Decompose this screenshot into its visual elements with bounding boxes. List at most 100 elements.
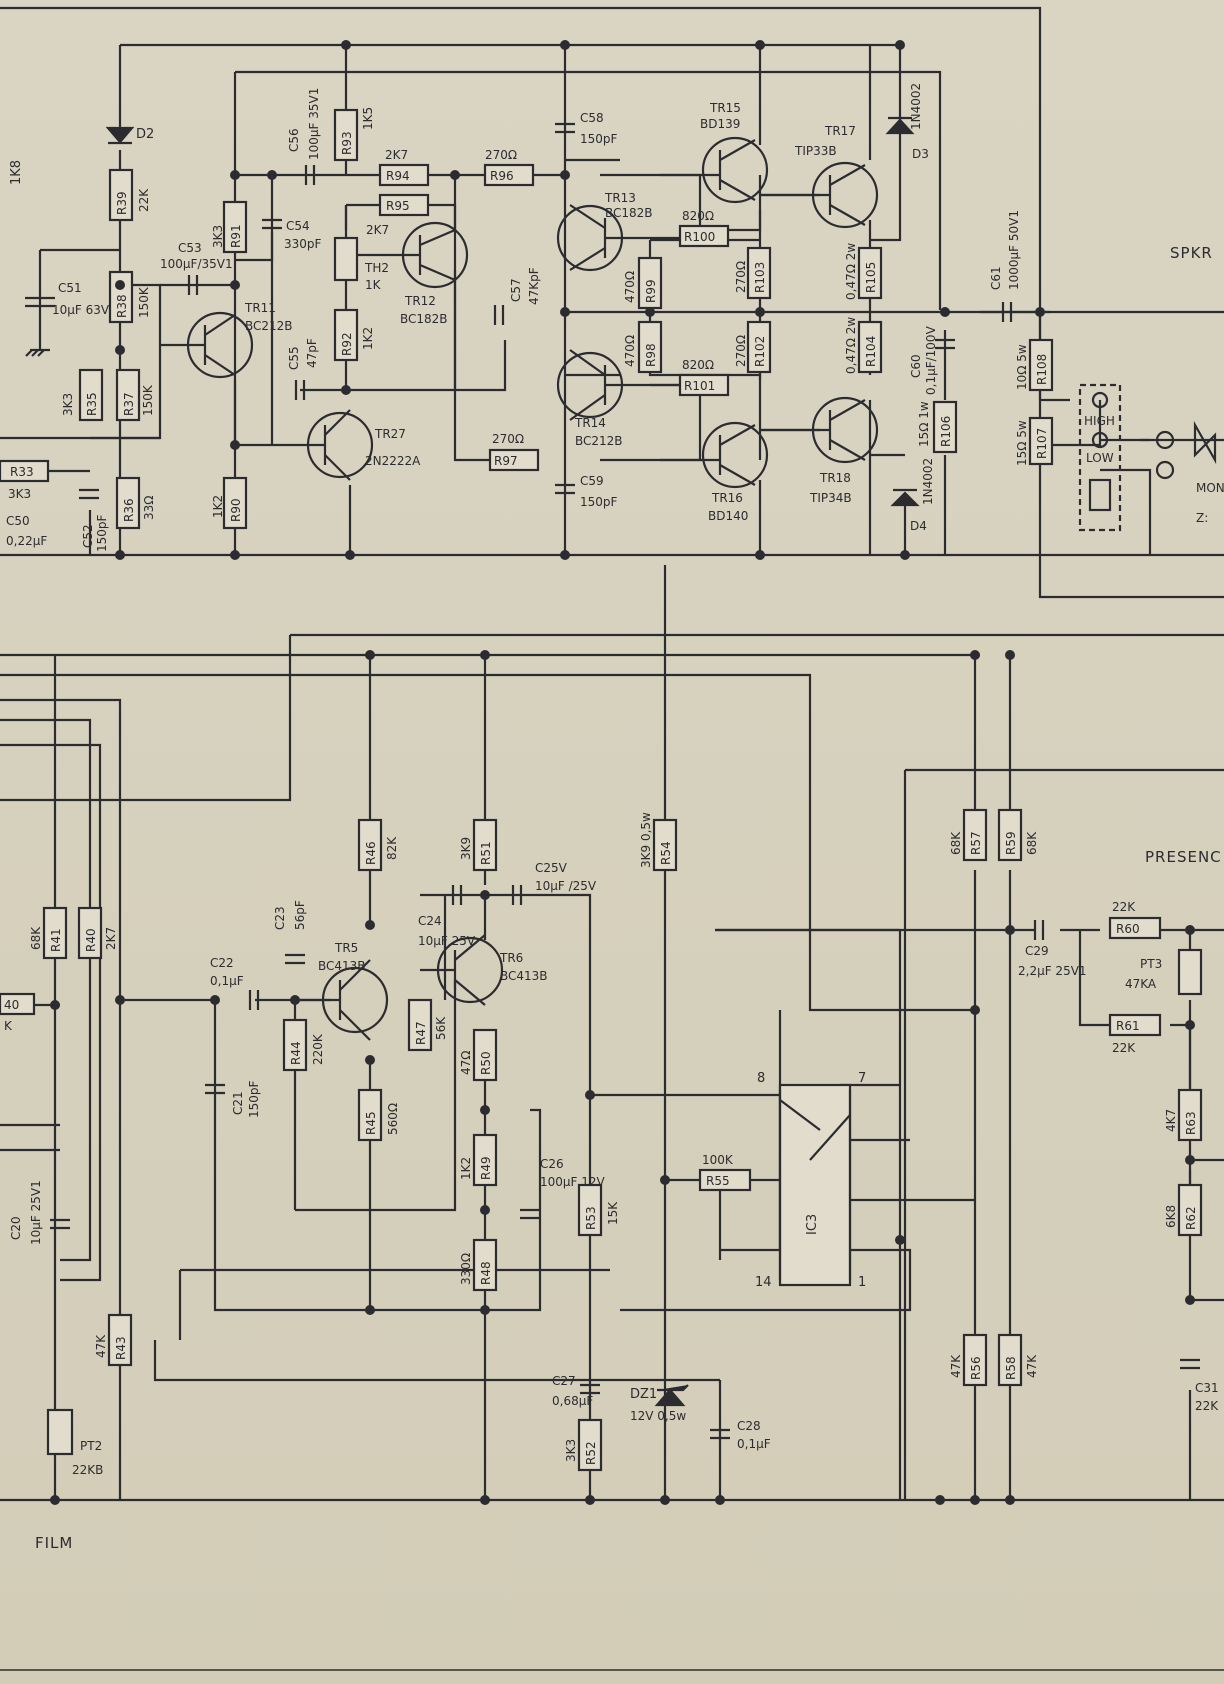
- ref-r93: R93: [340, 131, 354, 155]
- ref-r51: R51: [479, 841, 493, 865]
- label-spkr: SPKR: [1170, 244, 1213, 262]
- val-r63: 4K7: [1164, 1109, 1178, 1132]
- junction-dot: [230, 170, 240, 180]
- capacitor-c25: [511, 885, 523, 905]
- ref-r44: R44: [289, 1041, 303, 1065]
- ref-r47: R47: [414, 1021, 428, 1045]
- val-r54: 3K9 0,5w: [639, 812, 653, 868]
- val-r51: 3K9: [459, 837, 473, 860]
- resistor-r48: [472, 1238, 498, 1292]
- junction-dot: [365, 1305, 375, 1315]
- ref-tr18: TR18: [819, 471, 851, 485]
- text-labels: SPKR PRESENC FILM HIGH LOW MON Z: 1K8 D2…: [4, 83, 1224, 1552]
- val-r50: 47Ω: [459, 1051, 473, 1075]
- transistor-tr16: [660, 421, 769, 489]
- label-d4-type: 1N4002: [921, 458, 935, 505]
- ref-tr27: TR27: [374, 427, 406, 441]
- resistor-r90: [222, 476, 248, 530]
- trimmer-th2: [333, 236, 359, 282]
- ref-c22: C22: [210, 956, 234, 970]
- ref-r60: R60: [1116, 922, 1140, 936]
- resistor-r49: [472, 1133, 498, 1187]
- junction-dot: [345, 550, 355, 560]
- ic3-pin-1: 1: [858, 1275, 866, 1290]
- ref-r57: R57: [969, 831, 983, 855]
- val-r90: 1K2: [211, 495, 225, 518]
- diodes: [105, 116, 920, 1407]
- resistor-r103: [746, 246, 772, 300]
- junction-dot: [1185, 1155, 1195, 1165]
- ref-r58: R58: [1004, 1356, 1018, 1380]
- label-film: FILM: [35, 1534, 73, 1552]
- resistor-r58: [997, 1333, 1023, 1387]
- label-high: HIGH: [1084, 414, 1115, 428]
- val-r57: 68K: [949, 831, 963, 855]
- resistor-r39: [108, 168, 134, 222]
- val-c29: 2,2µF 25V1: [1018, 964, 1087, 978]
- transistor-tr18: [760, 396, 879, 464]
- val-r101: 820Ω: [682, 358, 714, 372]
- junction-dot: [341, 385, 351, 395]
- resistors-upper: [0, 108, 1054, 530]
- junction-dot: [115, 345, 125, 355]
- ref-r90: R90: [229, 498, 243, 522]
- ref-c61: C61: [989, 266, 1003, 290]
- transistors: [160, 136, 879, 1041]
- val-r52: 3K3: [564, 1439, 578, 1462]
- type-tr6: BC413B: [500, 969, 548, 983]
- val-r93: 1K5: [361, 107, 375, 130]
- junction-dot: [660, 1175, 670, 1185]
- junction-dot: [480, 1205, 490, 1215]
- ref-c58: C58: [580, 111, 604, 125]
- junction-dot: [1185, 1295, 1195, 1305]
- ref-r92: R92: [340, 332, 354, 356]
- ref-r38: R38: [115, 294, 129, 318]
- junction-dot: [560, 170, 570, 180]
- val-c58: 150pF: [580, 132, 618, 146]
- resistor-r96: [378, 193, 430, 217]
- label-d4: D4: [910, 519, 927, 533]
- val-r39: 22K: [137, 188, 151, 212]
- wires-lower: [0, 565, 1224, 1671]
- junction-dot: [895, 40, 905, 50]
- ref-r101: R101: [684, 379, 715, 393]
- junction-dot: [560, 40, 570, 50]
- val-r37: 150K: [141, 384, 155, 416]
- capacitor-c52: [79, 488, 99, 500]
- junction-dot: [560, 550, 570, 560]
- ref-r43: R43: [114, 1336, 128, 1360]
- ref-r53: R53: [584, 1206, 598, 1230]
- type-tr15: BD139: [700, 117, 740, 131]
- val-r55: 100K: [702, 1153, 734, 1167]
- label-d3-type: 1N4002: [909, 83, 923, 130]
- resistor-r93: [333, 108, 359, 162]
- capacitor-c51: [25, 296, 55, 308]
- val-c56: 100µF 35V1: [307, 88, 321, 160]
- label-dz1: DZ1: [630, 1387, 657, 1402]
- resistor-r94: [378, 163, 430, 187]
- val-r105: 0,47Ω 2w: [844, 243, 858, 300]
- resistor-r4x: [0, 992, 36, 1016]
- type-tr13: BC182B: [605, 206, 653, 220]
- ref-r41: R41: [49, 928, 63, 952]
- ic3-pin-8: 8: [757, 1071, 765, 1086]
- val-r56: 47K: [949, 1354, 963, 1378]
- ref-tr11: TR11: [244, 301, 276, 315]
- resistor-r40: [77, 906, 103, 960]
- junction-dot: [585, 1495, 595, 1505]
- val-c54: 330pF: [284, 237, 322, 251]
- resistor-r57: [962, 808, 988, 862]
- val-r4x: K: [4, 1019, 13, 1033]
- val-r58: 47K: [1025, 1354, 1039, 1378]
- ref-c27: C27: [552, 1374, 576, 1388]
- capacitor-c60: [935, 338, 955, 350]
- ref-r61: R61: [1116, 1019, 1140, 1033]
- capacitor-c26: [520, 1208, 540, 1220]
- ref-pt2: PT2: [80, 1439, 102, 1453]
- val-c26: 100µF 12V: [540, 1175, 606, 1189]
- capacitor-c56: [304, 165, 316, 185]
- ref-c59: C59: [580, 474, 604, 488]
- junction-dot: [480, 1495, 490, 1505]
- junction-dots: [50, 40, 1195, 1505]
- val-c20: 10µF 25V1: [29, 1180, 43, 1245]
